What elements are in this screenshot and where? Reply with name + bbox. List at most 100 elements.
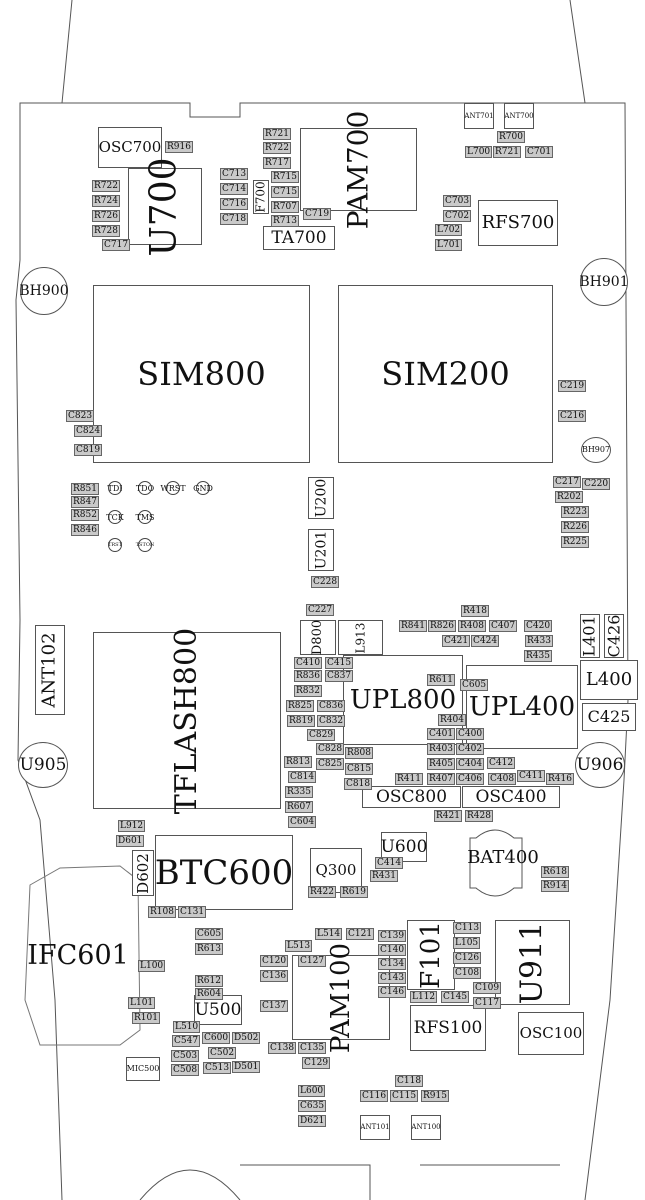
osc700-label: OSC700 <box>98 138 162 156</box>
component-label-r722: R722 <box>263 142 291 154</box>
component-label-r721: R721 <box>263 128 291 140</box>
osc800-label: OSC800 <box>375 786 448 807</box>
component-label-c228: C228 <box>311 576 340 588</box>
ant700-label: ANT700 <box>504 111 534 120</box>
rfs700: RFS700 <box>478 200 558 246</box>
sim200-label: SIM200 <box>381 355 510 393</box>
component-label-r852: R852 <box>71 509 99 521</box>
component-label-c135: C135 <box>298 1042 327 1054</box>
upl400-label: UPL400 <box>468 692 576 722</box>
component-label-r618: R618 <box>541 866 569 878</box>
component-label-c508: C508 <box>171 1064 200 1076</box>
u905: U905 <box>18 742 68 788</box>
component-label-r422: R422 <box>308 886 336 898</box>
bh907: BH907 <box>581 437 611 463</box>
component-label-c220: C220 <box>582 478 611 490</box>
component-label-r613: R613 <box>195 943 223 955</box>
component-label-c227: C227 <box>306 604 335 616</box>
c425-label: C425 <box>587 707 631 726</box>
u700: U700 <box>128 157 202 256</box>
component-label-d502: D502 <box>232 1032 261 1044</box>
component-label-l513: L513 <box>285 940 313 952</box>
component-label-r101: R101 <box>132 1012 160 1024</box>
component-label-l514: L514 <box>315 928 343 940</box>
bh900: BH900 <box>19 267 69 315</box>
component-label-c404: C404 <box>456 758 485 770</box>
component-label-c829: C829 <box>307 729 336 741</box>
btc600-label: BTC600 <box>154 852 294 893</box>
u700-label: U700 <box>144 156 185 257</box>
q300: Q300 <box>310 848 362 893</box>
u911-label: U911 <box>514 921 550 1004</box>
component-label-c136: C136 <box>260 970 289 982</box>
component-label-c415: C415 <box>325 657 354 669</box>
component-label-r915: R915 <box>421 1090 449 1102</box>
component-label-r846: R846 <box>71 524 99 536</box>
component-label-c513: C513 <box>203 1062 232 1074</box>
c425: C425 <box>582 703 636 731</box>
component-label-r607: R607 <box>285 801 313 813</box>
component-label-c714: C714 <box>220 183 249 195</box>
component-label-c717: C717 <box>102 239 131 251</box>
component-label-c410: C410 <box>294 657 323 669</box>
component-label-c818: C818 <box>344 778 373 790</box>
btc600: BTC600 <box>155 835 293 910</box>
component-label-c109: C109 <box>473 982 502 994</box>
rfs100-label: RFS100 <box>413 1017 483 1038</box>
upl800-label: UPL800 <box>349 685 457 715</box>
component-label-r407: R407 <box>427 773 455 785</box>
ta700: TA700 <box>263 226 335 250</box>
component-label-c420: C420 <box>524 620 553 632</box>
l401-label: L401 <box>580 615 600 657</box>
ifc601-label: IFC601 <box>27 939 129 971</box>
component-label-r428: R428 <box>465 810 493 822</box>
component-label-c400: C400 <box>456 728 485 740</box>
component-label-r226: R226 <box>561 521 589 533</box>
component-label-r722: R722 <box>92 180 120 192</box>
pam700: PAM700 <box>300 110 417 229</box>
component-label-r408: R408 <box>458 620 486 632</box>
component-label-c701: C701 <box>525 146 554 158</box>
component-label-c127: C127 <box>298 955 327 967</box>
component-label-c837: C837 <box>325 670 354 682</box>
component-label-c824: C824 <box>74 425 103 437</box>
component-label-r851: R851 <box>71 483 99 495</box>
component-label-c713: C713 <box>220 168 249 180</box>
component-label-c146: C146 <box>378 986 407 998</box>
component-label-c635: C635 <box>298 1100 327 1112</box>
component-label-c113: C113 <box>453 922 482 934</box>
test-point-label: TCK <box>106 512 124 522</box>
component-label-c719: C719 <box>303 208 332 220</box>
component-label-c216: C216 <box>558 410 587 422</box>
bat400: BAT400 <box>462 846 544 870</box>
component-label-c702: C702 <box>443 210 472 222</box>
bh901: BH901 <box>579 258 629 306</box>
component-label-r433: R433 <box>525 635 553 647</box>
d800: D800 <box>300 620 336 655</box>
component-label-c408: C408 <box>488 773 517 785</box>
u200: U200 <box>308 477 334 519</box>
component-label-r223: R223 <box>561 506 589 518</box>
component-label-c406: C406 <box>456 773 485 785</box>
component-label-d601: D601 <box>116 835 145 847</box>
component-label-r421: R421 <box>434 810 462 822</box>
component-label-c412: C412 <box>487 757 516 769</box>
component-label-r335: R335 <box>285 786 313 798</box>
component-label-r847: R847 <box>71 496 99 508</box>
component-label-r724: R724 <box>92 195 120 207</box>
component-label-r405: R405 <box>427 758 455 770</box>
component-label-c115: C115 <box>390 1090 419 1102</box>
component-label-l100: L100 <box>138 960 166 972</box>
test-point: TSTON <box>136 538 154 552</box>
component-label-c137: C137 <box>260 1000 289 1012</box>
test-point: GND <box>193 481 213 495</box>
component-label-c503: C503 <box>171 1050 200 1062</box>
u201: U201 <box>308 529 334 571</box>
u500-label: U500 <box>194 999 242 1020</box>
sim800-label: SIM800 <box>137 355 266 393</box>
tflash800-label: TFLASH800 <box>169 627 205 814</box>
q300-label: Q300 <box>315 861 357 879</box>
component-label-r619: R619 <box>340 886 368 898</box>
ant701-label: ANT701 <box>464 111 494 120</box>
component-label-r721: R721 <box>493 146 521 158</box>
